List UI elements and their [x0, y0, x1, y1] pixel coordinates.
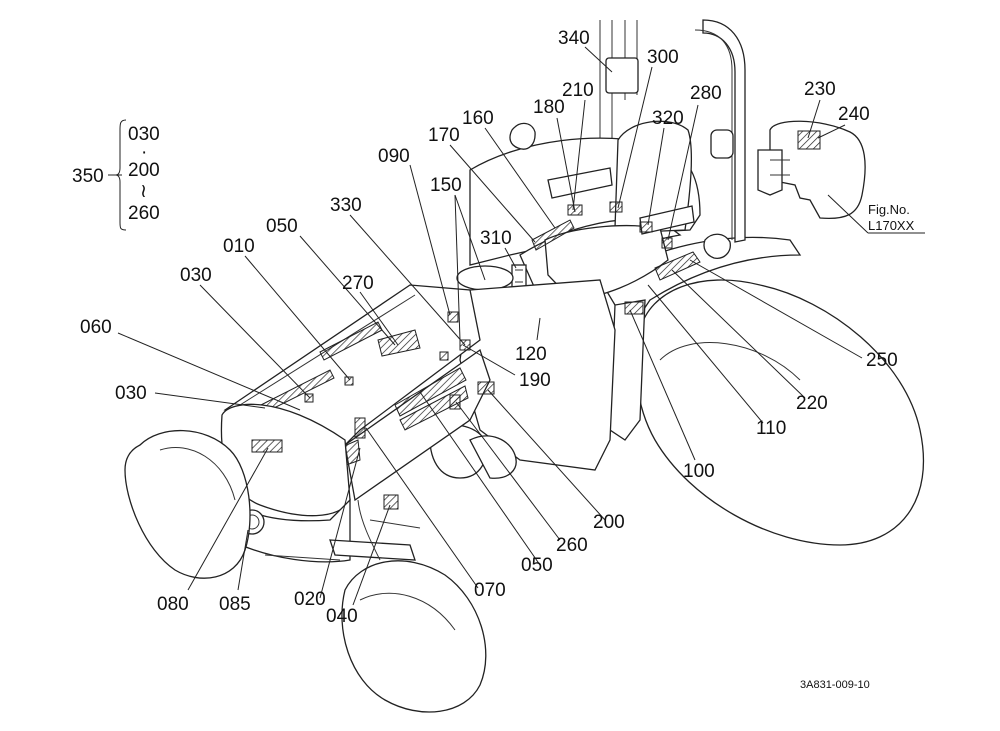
callout-280: 280 [690, 83, 722, 104]
bracket-item-260: 260 [128, 203, 160, 224]
callout-170: 170 [428, 125, 460, 146]
callout-030-top: 030 [180, 265, 212, 286]
bracket-tilde: ≀ [140, 181, 147, 202]
callout-190: 190 [519, 370, 551, 391]
drawing-code: 3A831-009-10 [800, 679, 870, 691]
callout-200: 200 [593, 512, 625, 533]
callout-100: 100 [683, 461, 715, 482]
callout-120: 120 [515, 344, 547, 365]
callout-330: 330 [330, 195, 362, 216]
callout-260: 260 [556, 535, 588, 556]
bracket-label: 350 [72, 166, 104, 187]
callout-300: 300 [647, 47, 679, 68]
callout-320: 320 [652, 108, 684, 129]
callout-040: 040 [326, 606, 358, 627]
callout-220: 220 [796, 393, 828, 414]
callout-310: 310 [480, 228, 512, 249]
bracket-group-350: 350 030 · 200 ≀ 260 [72, 124, 160, 224]
figure-reference: Fig.No. L170XX [868, 202, 915, 233]
callout-230: 230 [804, 79, 836, 100]
callout-020: 020 [294, 589, 326, 610]
callout-210: 210 [562, 80, 594, 101]
callout-050-hood: 050 [266, 216, 298, 237]
tractor-illustration [124, 19, 925, 713]
callout-180: 180 [533, 97, 565, 118]
bracket-dot: · [141, 142, 147, 163]
callout-270: 270 [342, 273, 374, 294]
callout-240: 240 [838, 104, 870, 125]
callout-090: 090 [378, 146, 410, 167]
leader-lines [108, 46, 925, 606]
callout-050-side: 050 [521, 555, 553, 576]
fig-no-number: L170XX [868, 218, 915, 233]
callout-060: 060 [80, 317, 112, 338]
callout-080: 080 [157, 594, 189, 615]
callout-085: 085 [219, 594, 251, 615]
fig-no-label: Fig.No. [868, 202, 910, 217]
callout-340: 340 [558, 28, 590, 49]
bracket-item-030: 030 [128, 124, 160, 145]
callout-160: 160 [462, 108, 494, 129]
callout-150: 150 [430, 175, 462, 196]
callout-010: 010 [223, 236, 255, 257]
callout-070: 070 [474, 580, 506, 601]
callout-110: 110 [756, 418, 786, 439]
callout-030-left: 030 [115, 383, 147, 404]
callout-250: 250 [866, 350, 898, 371]
bracket-item-200: 200 [128, 160, 160, 181]
callout-labels: 340 300 210 280 230 240 180 320 160 170 … [80, 28, 898, 627]
